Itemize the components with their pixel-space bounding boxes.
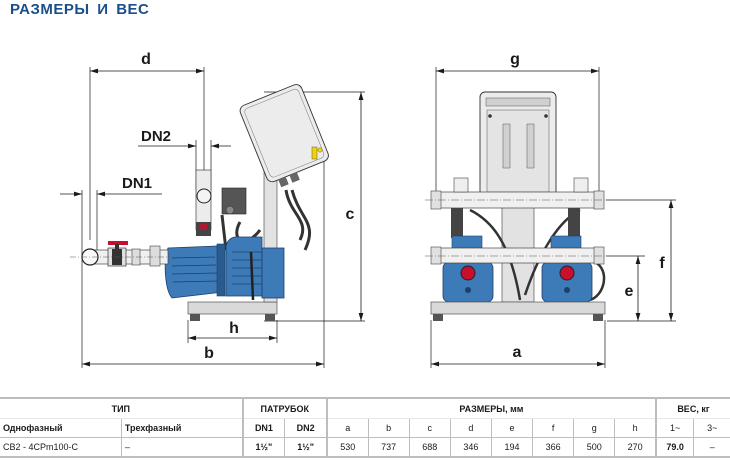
dim-label-a: a (513, 344, 522, 361)
cell-dn2: 1½" (284, 437, 327, 458)
dim-label-g: g (510, 51, 520, 68)
subheader-g: g (573, 418, 615, 438)
subheader-dn1: DN1 (241, 418, 285, 438)
subheader-three-phase: Трехфазный (120, 418, 243, 438)
subheader-weight-1ph: 1~ (654, 418, 694, 438)
cell-h: 270 (614, 437, 656, 458)
subheader-c: c (408, 418, 451, 438)
subheader-e: e (490, 418, 533, 438)
dim-label-b: b (204, 345, 214, 362)
subheader-d: d (449, 418, 492, 438)
front-view: g f e a (425, 51, 676, 368)
dimension-drawing: d DN2 DN1 c h b (60, 51, 676, 368)
cell-weight-1ph: 79.0 (654, 437, 694, 458)
table-row: CB2 - 4CPm100-C – 1½" 1½" 530 737 688 34… (0, 437, 730, 458)
pump-right-front (541, 208, 593, 303)
subheader-single-phase: Однофазный (0, 418, 122, 438)
dim-label-e: e (625, 283, 634, 300)
discharge-manifold (195, 169, 212, 236)
dim-label-dn2: DN2 (141, 128, 171, 145)
table-subheaders: Однофазный Трехфазный DN1 DN2 a b c d e … (0, 418, 730, 438)
cell-g: 500 (573, 437, 615, 458)
dim-label-h: h (229, 320, 239, 337)
header-connections: ПАТРУБОК (241, 398, 327, 419)
header-weight: ВЕС, кг (654, 398, 730, 419)
cell-a: 530 (325, 437, 369, 458)
subheader-h: h (614, 418, 656, 438)
inlet-valve-assembly (70, 241, 170, 267)
cell-weight-3ph: – (693, 437, 730, 458)
cell-dn1: 1½" (241, 437, 285, 458)
subheader-a: a (325, 418, 369, 438)
header-dimensions: РАЗМЕРЫ, мм (325, 398, 656, 419)
valve-handle (108, 241, 128, 245)
cell-three-phase: – (120, 437, 243, 458)
side-view: d DN2 DN1 c h b (60, 51, 365, 368)
dim-label-d: d (141, 51, 151, 68)
cell-e: 194 (490, 437, 533, 458)
cell-single-phase: CB2 - 4CPm100-C (0, 437, 122, 458)
subheader-f: f (532, 418, 574, 438)
control-panel (239, 84, 329, 188)
pressure-switch (221, 187, 247, 215)
specifications-table: ТИП ПАТРУБОК РАЗМЕРЫ, мм ВЕС, кг Однофаз… (0, 397, 730, 458)
dim-label-c: c (346, 206, 355, 223)
base-frame (187, 301, 278, 321)
control-panel-front (479, 91, 557, 201)
suction-manifold-front (425, 246, 610, 265)
cell-d: 346 (449, 437, 492, 458)
page-title: РАЗМЕРЫ И ВЕС (10, 1, 150, 18)
dim-label-dn1: DN1 (122, 175, 152, 192)
subheader-weight-3ph: 3~ (693, 418, 730, 438)
cell-f: 366 (532, 437, 574, 458)
discharge-manifold-front (425, 177, 610, 210)
cell-c: 688 (408, 437, 451, 458)
pump-unit (164, 236, 285, 301)
indicator-light (311, 146, 323, 160)
header-type: ТИП (111, 403, 131, 414)
dim-label-f: f (659, 255, 665, 272)
base-frame-front (430, 301, 606, 321)
subheader-b: b (367, 418, 410, 438)
table-header-groups: ТИП ПАТРУБОК РАЗМЕРЫ, мм ВЕС, кг (0, 398, 730, 419)
cell-b: 737 (367, 437, 410, 458)
subheader-dn2: DN2 (284, 418, 327, 438)
